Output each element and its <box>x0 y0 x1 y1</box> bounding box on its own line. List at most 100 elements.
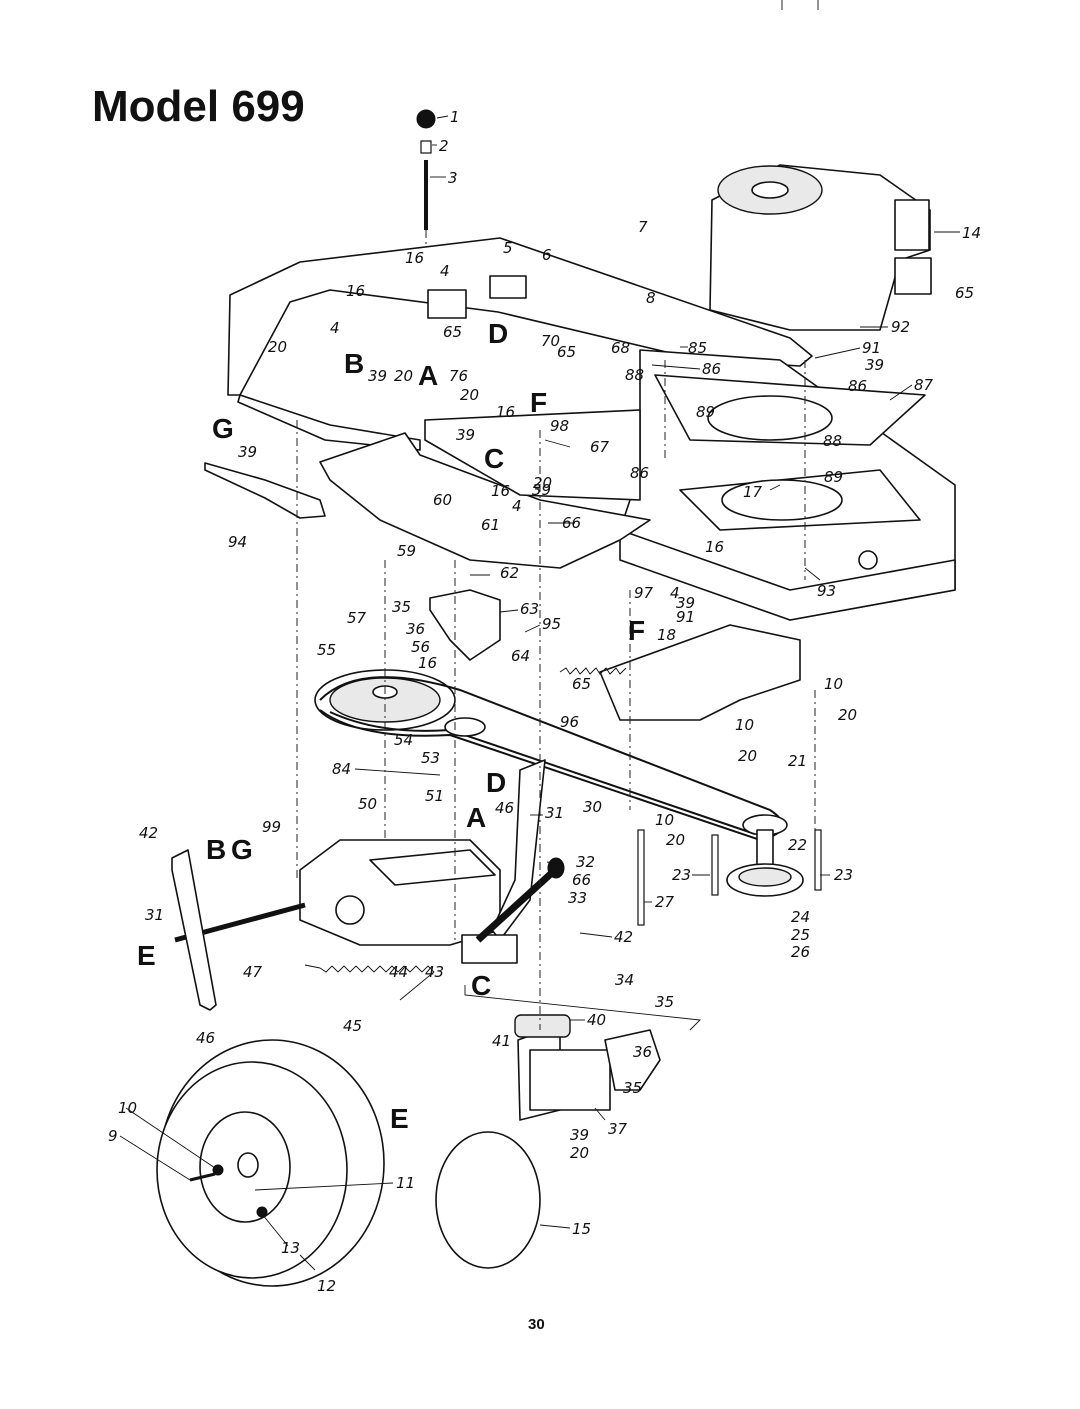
callout-32: 32 <box>576 853 595 871</box>
callout-97: 97 <box>634 584 654 602</box>
callout-42: 42 <box>139 824 158 842</box>
letter-f-mid: F <box>628 615 645 646</box>
callout-6: 6 <box>542 246 552 264</box>
body-panel <box>227 237 813 451</box>
callout-20: 20 <box>268 338 287 356</box>
callout-33: 33 <box>568 889 587 907</box>
pedal-pad <box>514 1014 571 1038</box>
callout-92: 92 <box>891 318 910 336</box>
lower-mount-opening <box>721 479 843 521</box>
callout-14: 14 <box>962 224 981 242</box>
callout-53: 53 <box>421 749 440 767</box>
callout-18: 18 <box>657 626 676 644</box>
callout-86: 86 <box>848 377 867 395</box>
callout-20: 20 <box>460 386 479 404</box>
transmission-top <box>369 849 496 886</box>
callout-93: 93 <box>817 582 836 600</box>
callout-89: 89 <box>824 468 843 486</box>
callout-89: 89 <box>696 403 715 421</box>
callout-76: 76 <box>449 367 468 385</box>
callout-21: 21 <box>788 752 807 770</box>
callout-59: 59 <box>397 542 416 560</box>
seat-pan <box>319 409 651 569</box>
callout-56: 56 <box>411 638 430 656</box>
callout-54: 54 <box>394 731 413 749</box>
callout-60: 60 <box>433 491 452 509</box>
engine-intake-cap <box>751 181 789 199</box>
callout-86: 86 <box>702 360 721 378</box>
callout-96: 96 <box>560 713 579 731</box>
callout-36: 36 <box>406 620 425 638</box>
callout-88: 88 <box>823 432 842 450</box>
callout-87: 87 <box>914 376 934 394</box>
callout-40: 40 <box>587 1011 606 1029</box>
callout-20: 20 <box>838 706 857 724</box>
callout-62: 62 <box>500 564 519 582</box>
callout-10: 10 <box>824 675 843 693</box>
frame-brace <box>204 462 326 519</box>
callout-39: 39 <box>456 426 475 444</box>
frame-side-rail <box>619 529 956 621</box>
page-number: 30 <box>528 1316 545 1333</box>
letter-b-mid: B <box>206 834 226 865</box>
callout-20: 20 <box>570 1144 589 1162</box>
callout-24: 24 <box>791 908 810 926</box>
callout-61: 61 <box>481 516 500 534</box>
callout-10: 10 <box>118 1099 137 1117</box>
hub-cap <box>435 1131 541 1269</box>
console-housing <box>424 409 641 501</box>
callout-12: 12 <box>317 1277 336 1295</box>
letter-c-top: C <box>484 443 504 474</box>
section-letters: B A D F G C F D A B G E C E <box>137 318 645 1134</box>
idler-pulley <box>444 717 486 737</box>
callout-65: 65 <box>572 675 591 693</box>
callout-10: 10 <box>655 811 674 829</box>
callout-86: 86 <box>630 464 649 482</box>
callout-23: 23 <box>834 866 853 884</box>
callout-70: 70 <box>541 332 560 350</box>
pedal-pivot-block <box>461 934 518 964</box>
callout-3: 3 <box>448 169 458 187</box>
callout-16: 16 <box>496 403 515 421</box>
callout-65: 65 <box>443 323 462 341</box>
letter-a-top: A <box>418 360 438 391</box>
pedal-frame-box <box>529 1049 611 1111</box>
letter-g-top: G <box>212 413 234 444</box>
callout-46: 46 <box>196 1029 215 1047</box>
letter-c-mid: C <box>471 970 491 1001</box>
letter-e-bottom: E <box>390 1103 409 1134</box>
callout-leaders <box>119 115 960 1271</box>
lever-collar <box>420 140 432 154</box>
letter-d-mid: D <box>486 767 506 798</box>
callout-20: 20 <box>666 831 685 849</box>
pedal-grip <box>547 857 565 879</box>
callout-20: 20 <box>394 367 413 385</box>
callout-9: 9 <box>108 1127 118 1145</box>
callout-66: 66 <box>572 871 591 889</box>
engine-mount-opening <box>707 395 833 441</box>
callout-16: 16 <box>491 482 510 500</box>
valve-stem <box>256 1206 268 1218</box>
callout-20: 20 <box>738 747 757 765</box>
shift-knob <box>416 109 436 129</box>
callout-8: 8 <box>646 289 656 307</box>
callout-66: 66 <box>562 514 581 532</box>
callout-98: 98 <box>550 417 569 435</box>
callout-35: 35 <box>655 993 674 1011</box>
callout-5: 5 <box>503 239 513 257</box>
callout-2: 2 <box>439 137 449 155</box>
shift-hub <box>335 895 365 925</box>
wheel-hub <box>237 1152 259 1178</box>
callout-50: 50 <box>358 795 377 813</box>
carriage-bolt <box>711 834 719 896</box>
callout-45: 45 <box>343 1017 362 1035</box>
callout-26: 26 <box>791 943 810 961</box>
pedal-bracket <box>604 1029 661 1091</box>
callout-39: 39 <box>368 367 387 385</box>
letter-e-mid: E <box>137 940 156 971</box>
callout-39: 39 <box>532 481 551 499</box>
callout-43: 43 <box>425 963 444 981</box>
callout-68: 68 <box>611 339 630 357</box>
idler-spring <box>559 667 627 675</box>
